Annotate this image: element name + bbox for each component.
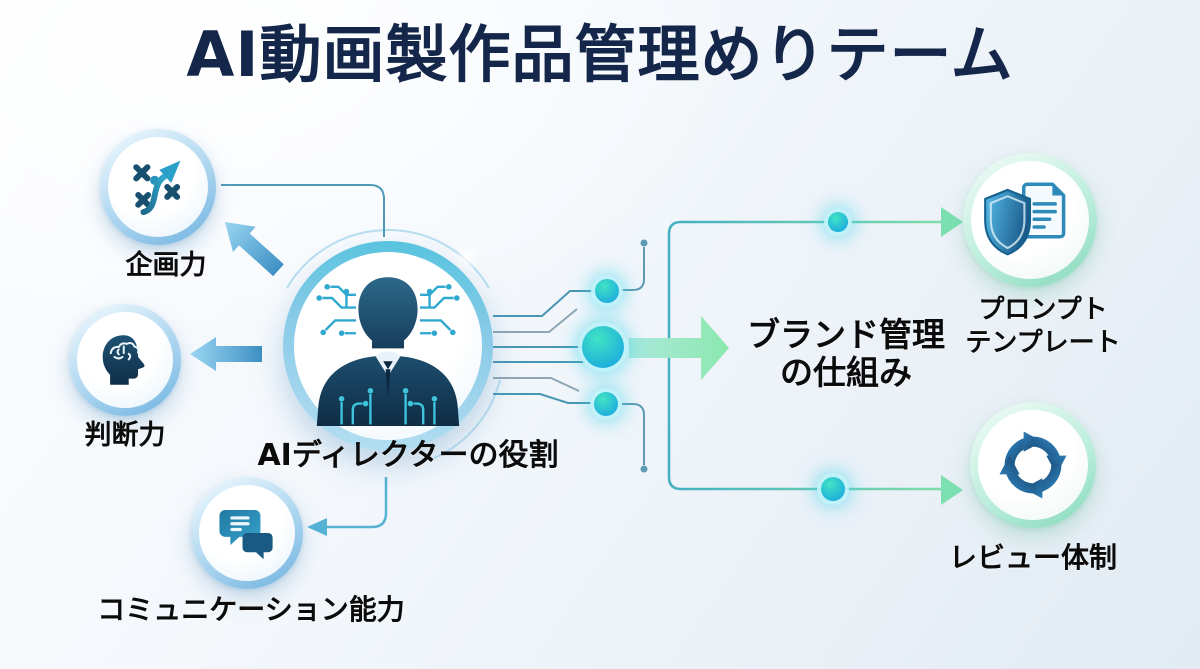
output-label-review: レビュー体制	[948, 541, 1117, 574]
circuit-endpoint-dot	[640, 239, 648, 247]
main-flow-arrow	[629, 316, 729, 380]
circuit-endpoint-stubs	[620, 247, 645, 465]
cycle-arrows-icon	[999, 431, 1067, 499]
page-title: AI動画製作品管理めりテーム	[186, 18, 1014, 91]
brain-head-icon	[102, 335, 145, 385]
branch-arrowhead-top	[941, 207, 963, 237]
strategy-icon	[133, 160, 181, 216]
skill-node-planning	[100, 129, 216, 245]
output-prompt-line1: プロンプト	[978, 295, 1108, 325]
branch-arrowhead-bottom	[941, 475, 963, 505]
glow-node-top	[595, 279, 619, 303]
skill-label-communication: コミュニケーション能力	[97, 593, 405, 626]
flow-target-line1: ブランド管理	[747, 315, 945, 354]
output-prompt-line2: テンプレート	[965, 327, 1121, 358]
skill-label-planning: 企画力	[125, 250, 207, 281]
output-node-prompt-template	[963, 153, 1097, 287]
skill-label-judgment: 判断力	[84, 420, 166, 451]
ai-director-circuit-icon	[316, 277, 460, 426]
flow-target-line2: の仕組み	[780, 352, 912, 392]
circuit-endpoint-dot	[640, 465, 648, 473]
skill-node-communication	[191, 477, 303, 589]
chat-bubbles-icon	[219, 509, 273, 560]
glow-node-branch-top	[828, 212, 848, 232]
connector-planning-line	[221, 184, 385, 237]
flow-target-label: ブランド管理 の仕組み	[720, 316, 972, 392]
skill-node-judgment	[69, 304, 181, 416]
arrow-to-communication	[307, 477, 388, 536]
ai-director-node	[283, 241, 493, 451]
glow-node-center	[582, 326, 624, 368]
glow-node-branch-bottom	[821, 477, 845, 501]
circuit-fan-lines	[493, 290, 593, 404]
ring-highlight	[454, 243, 482, 271]
glow-node-bottom	[594, 392, 618, 416]
output-label-prompt-template: プロンプト テンプレート	[953, 294, 1133, 359]
arrow-to-judgment	[190, 337, 262, 371]
output-node-review	[970, 402, 1096, 528]
central-label: AIディレクターの役割	[257, 438, 559, 473]
shield-document-icon	[984, 182, 1066, 256]
